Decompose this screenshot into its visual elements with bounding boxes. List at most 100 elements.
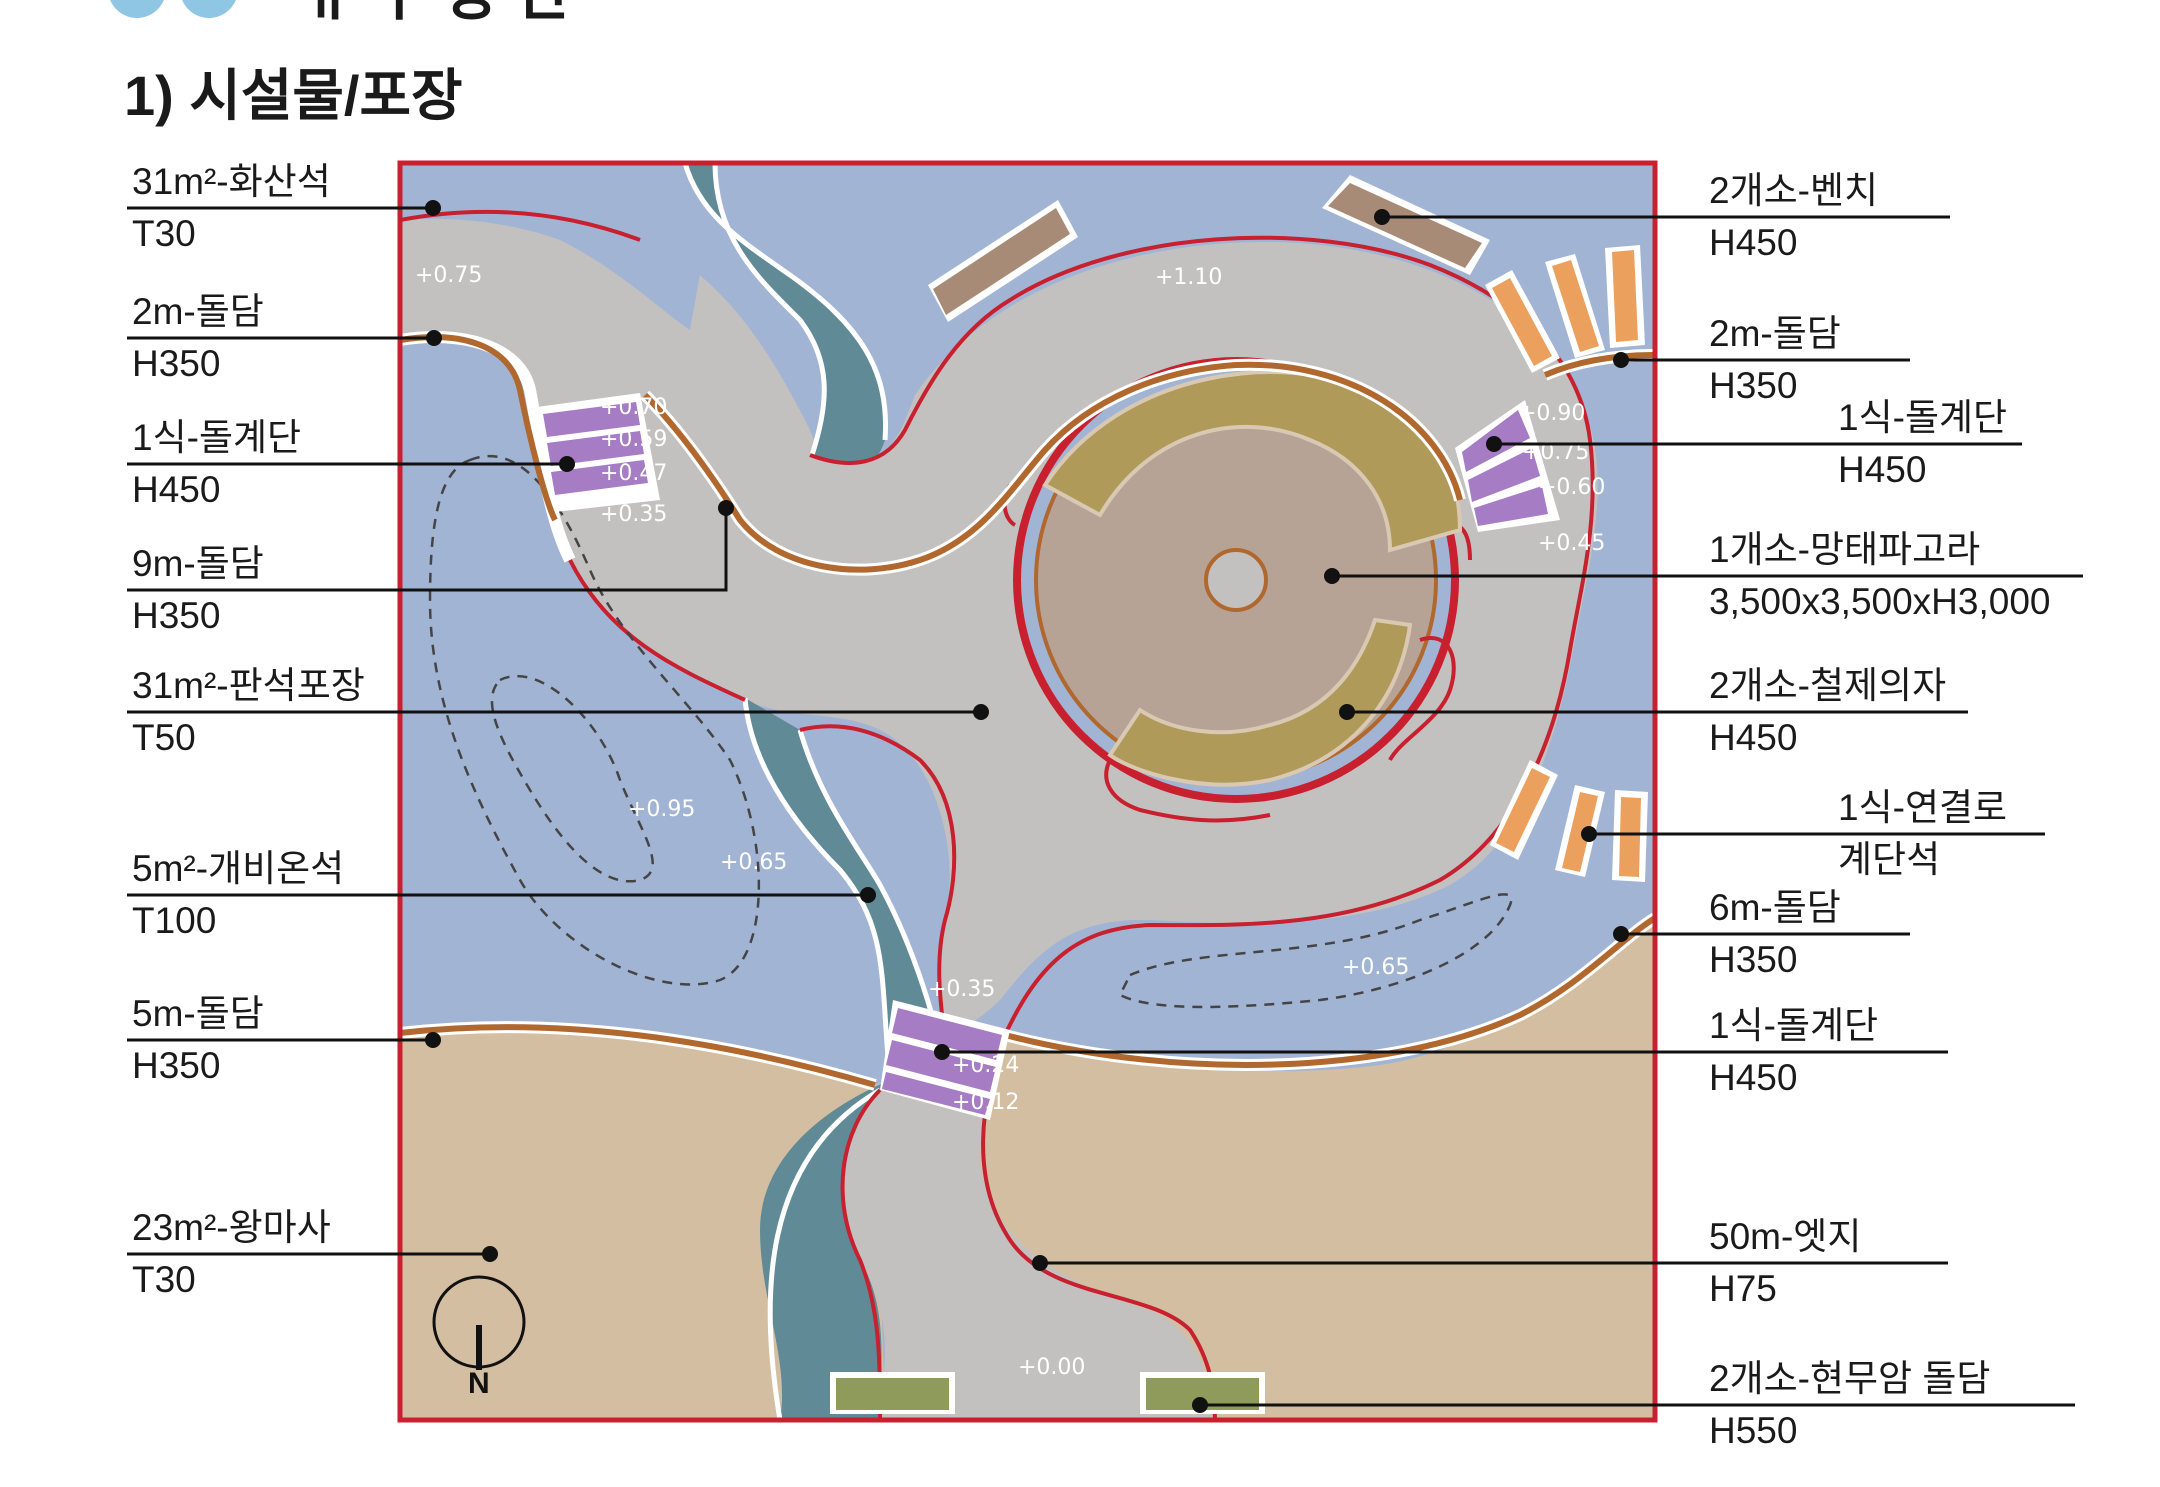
stream-edge [682,162,889,441]
step-stones-connecting [1490,760,1648,882]
elevation-label: +0.60 [1538,475,1605,500]
callout-wangmasa: 23m²-왕마사 T30 [132,1202,331,1306]
volcanic-stone-area [400,163,720,330]
callout-flagstone-paving: 31m²-판석포장 T50 [132,660,365,764]
edge-line [809,235,1595,1036]
callout-title: 2m-돌담 [132,291,264,332]
callout-stone-wall-2m: 2m-돌담 H350 [132,286,264,390]
stream-edge [767,1087,882,1421]
callout-title: 9m-돌담 [132,543,264,584]
elevation-label: +0.70 [600,395,667,420]
pergola-center [1204,548,1268,612]
stream-edge [742,697,893,1081]
header-dot-2 [180,0,238,18]
callout-title: 1식-돌계단 [1709,1005,1879,1046]
callout-spec: 3,500x3,500xH3,000 [1709,581,2051,622]
callout-gabion-stone: 5m²-개비온석 T100 [132,843,344,947]
callout-basalt-wall: 2개소-현무암 돌담 H550 [1709,1353,1990,1457]
callout-spec: H450 [1709,222,1798,263]
callout-spec: H450 [1709,717,1798,758]
callout-edge: 50m-엣지 H75 [1709,1211,1861,1315]
contour-line [428,454,761,986]
paving-entrance-path [840,1035,1215,1420]
gravel-area-left [400,1027,885,1420]
stone-wall-5m [399,1024,876,1088]
edge-line [981,1039,1217,1421]
stone-wall-2m-left [399,334,558,522]
callout-stone-wall-9m: 9m-돌담 H350 [132,538,264,642]
site-boundary [397,160,1658,1423]
iron-chair-1 [1042,370,1463,553]
callout-bench: 2개소-벤치 H450 [1709,165,1878,269]
elevation-label: +0.00 [1018,1355,1085,1380]
elevation-label: +0.95 [628,797,695,822]
callout-title: 2개소-벤치 [1709,170,1879,211]
step-stones-top [1485,245,1645,373]
callout-title: 50m-엣지 [1709,1216,1862,1257]
stone-wall-2m-right [1543,352,1656,378]
callout-spec: H450 [132,469,221,510]
callout-connecting-path: 1식-연결로 계단석 [1838,782,2007,886]
callout-title: 31m²-판석포장 [132,665,365,706]
edge-line [840,1088,882,1421]
leader-dots [425,200,1629,1413]
elevation-label: +0.35 [600,502,667,527]
edge-line [1104,759,1271,823]
callout-stone-wall-2m-right: 2m-돌담 H350 [1709,308,1841,412]
callout-iron-chair: 2개소-철제의자 H450 [1709,660,1946,764]
elevation-labels: +0.75 +1.10 +0.70 +0.59 +0.47 +0.35 +0.9… [415,263,1605,1380]
elevation-label: +0.90 [1518,401,1585,426]
elevation-label: +0.24 [952,1053,1019,1078]
callout-title: 1식-돌계단 [1838,397,2008,438]
elevation-label: +1.10 [1155,265,1222,290]
bench-1 [928,200,1078,322]
callout-title: 2m-돌담 [1709,313,1841,354]
elevation-label: +0.47 [600,461,667,486]
callout-spec: H350 [132,1045,221,1086]
callout-spec: H550 [1709,1410,1798,1451]
callout-stone-stairs-bottom: 1식-돌계단 H450 [1709,1000,1878,1104]
basalt-wall-1 [830,1372,955,1414]
callout-stone-wall-5m: 5m-돌담 H350 [132,988,264,1092]
section-title: 1) 시설물/포장 [124,64,463,127]
stone-wall-6m [1004,915,1657,1068]
stone-stairs-bottom [880,1000,1010,1120]
callout-title: 6m-돌담 [1709,887,1841,928]
callout-title: 2개소-철제의자 [1709,665,1947,706]
edge-line [799,724,957,1041]
north-label: N [468,1367,490,1400]
elevation-label: +0.75 [415,263,482,288]
stone-stairs-left [537,393,660,512]
callout-spec: T30 [132,213,196,254]
elevation-label: +0.45 [1538,531,1605,556]
bench-2 [1322,175,1490,275]
elevation-label: +0.65 [720,850,787,875]
callout-title: 23m²-왕마사 [132,1207,331,1248]
callout-title: 1식-연결로 [1838,787,2008,828]
callout-spec: T100 [132,900,217,941]
leader-line [127,508,728,592]
edge-line [1388,636,1456,762]
callout-title: 5m²-개비온석 [132,848,345,889]
stone-wall-9m [642,361,1463,573]
elevation-label: +0.65 [1342,955,1409,980]
left-leaders [127,206,981,1256]
callout-spec: H350 [132,595,221,636]
callout-title: 1개소-망태파고라 [1709,529,1981,570]
callout-spec: T30 [132,1259,196,1300]
right-leaders [942,215,2083,1407]
contour-line [1118,893,1513,1009]
callout-stone-stairs: 1식-돌계단 H450 [132,412,301,516]
callout-title: 5m-돌담 [132,993,264,1034]
callout-spec: H350 [1709,939,1798,980]
lawn-mound [1040,872,1610,1071]
callout-spec: H450 [1709,1057,1798,1098]
stream-edge [712,162,827,456]
callout-stone-wall-6m: 6m-돌담 H350 [1709,882,1841,986]
callout-stone-stairs-right: 1식-돌계단 H450 [1838,392,2007,496]
callout-spec: H450 [1838,449,1927,490]
callout-spec: H350 [1709,365,1798,406]
callout-spec: T50 [132,717,196,758]
stream-edge [797,729,948,1066]
